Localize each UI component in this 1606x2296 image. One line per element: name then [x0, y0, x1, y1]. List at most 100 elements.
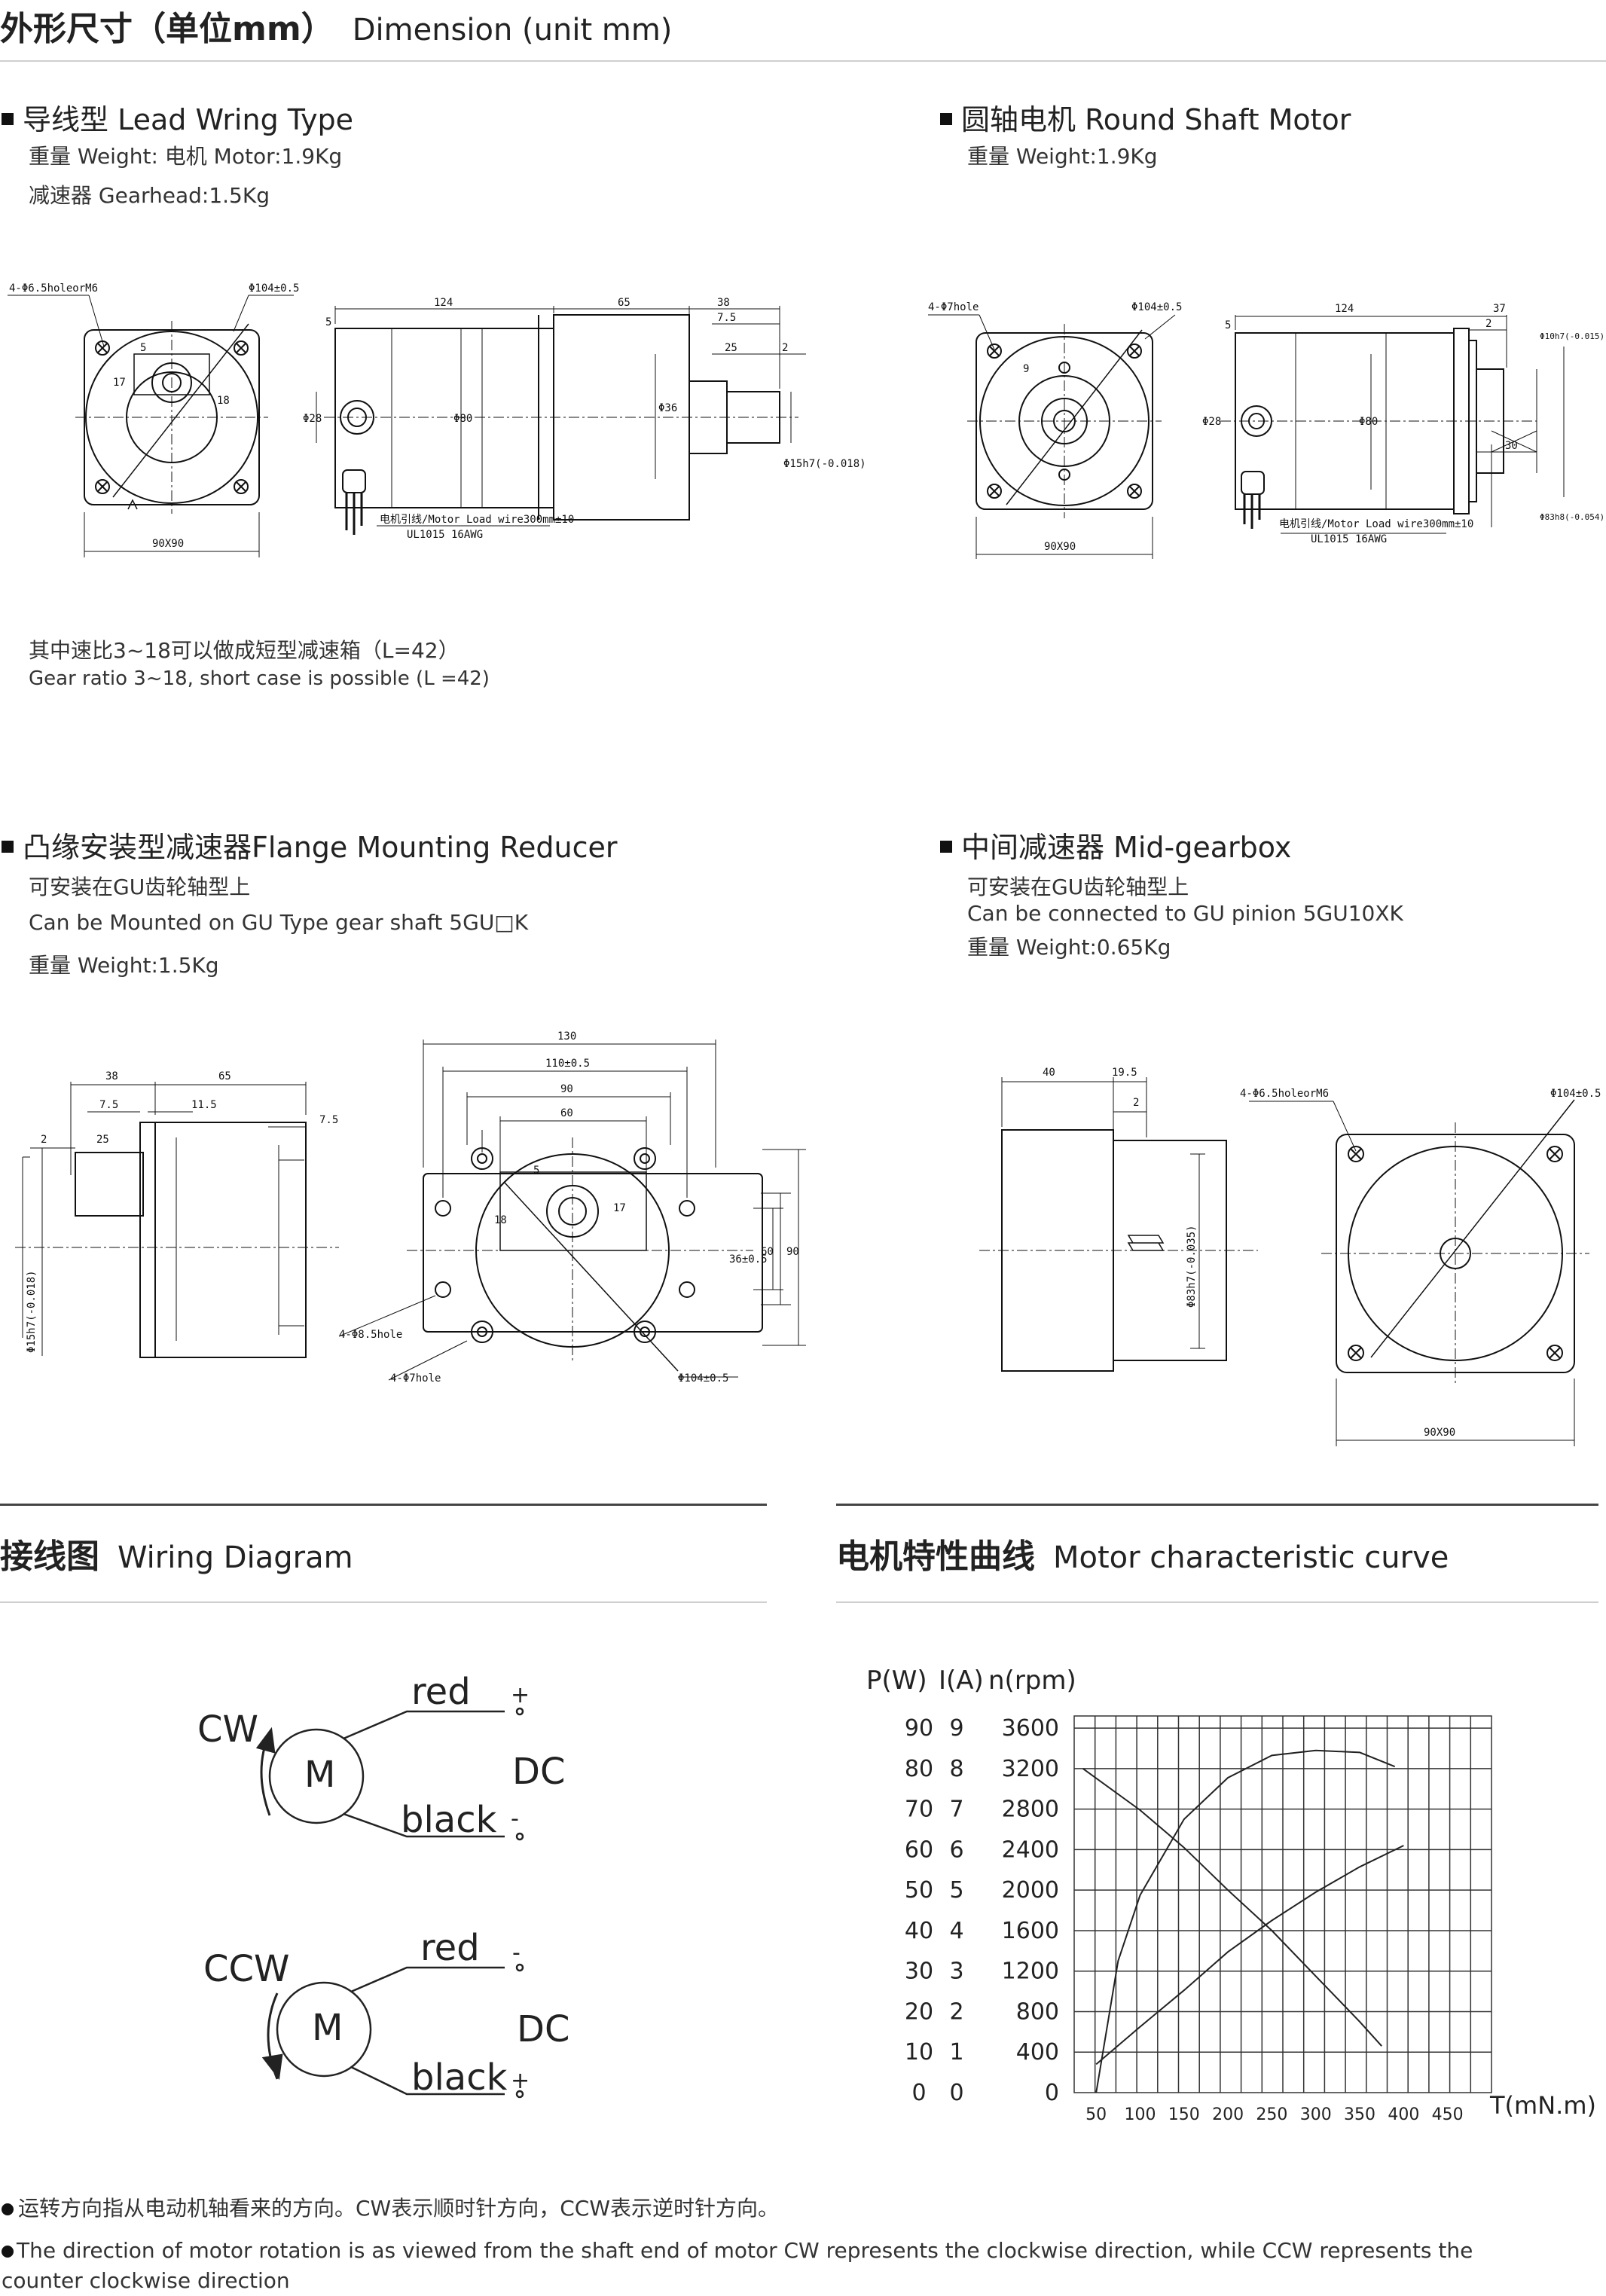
square-bullet-icon [2, 840, 14, 853]
round-dim-10: Φ10h7(-0.015) [1540, 331, 1604, 341]
lead-wire-1: 电机引线/Motor Load wire300mm±10 [380, 514, 574, 526]
y-tick-i: 4 [949, 1918, 963, 1944]
chart-header-p: P(W) [866, 1666, 927, 1696]
wiring-plus-ccw: + [511, 2068, 530, 2094]
y-tick-p: 70 [905, 1797, 933, 1823]
lead-weight-2: 减速器 Gearhead:1.5Kg [29, 183, 270, 208]
lead-note-en: Gear ratio 3~18, short case is possible … [29, 667, 490, 690]
flange-weight: 重量 Weight:1.5Kg [29, 953, 219, 978]
square-bullet-icon [2, 112, 14, 125]
flange-dim-110: 110±0.5 [545, 1058, 590, 1070]
mid-dim-195: 19.5 [1112, 1067, 1137, 1079]
lead-dim-2: 2 [782, 342, 788, 354]
wiring-ccw-label: CCW [203, 1948, 290, 1990]
wiring-minus-ccw: - [512, 1940, 521, 1966]
curve-line-2 [1095, 1845, 1404, 2065]
wiring-red-ccw: red [420, 1927, 480, 1969]
round-dim-holes: 4-Φ7hole [928, 301, 979, 313]
x-tick: 200 [1212, 2105, 1244, 2124]
round-dim-124: 124 [1335, 303, 1354, 315]
y-tick-p: 10 [905, 2039, 933, 2065]
x-tick: 300 [1300, 2105, 1332, 2124]
lead-dim-holes: 4-Φ6.5holeorM6 [9, 282, 98, 295]
lead-dim-18: 18 [217, 395, 230, 407]
lead-dim-36: Φ36 [658, 402, 677, 414]
round-section-title: 圆轴电机 Round Shaft Motor [940, 96, 1351, 138]
wiring-plus-cw: + [511, 1682, 530, 1708]
lead-wire-2: UL1015 16AWG [407, 529, 483, 541]
page-title-en: Dimension (unit mm) [352, 13, 673, 47]
bullet-dot-icon [2, 2203, 14, 2215]
y-tick-p: 30 [905, 1959, 933, 1985]
mid-line-2: Can be connected to GU pinion 5GU10XK [967, 901, 1403, 926]
flange-dim-25: 25 [96, 1134, 109, 1146]
round-dim-sq: 90X90 [1044, 541, 1076, 553]
lead-dim-5b: 5 [325, 316, 331, 328]
mid-dim-40: 40 [1043, 1067, 1055, 1079]
flange-dim-2: 2 [41, 1134, 47, 1146]
y-tick-n: 0 [1045, 2080, 1059, 2106]
wiring-motor-cw: M [304, 1754, 335, 1796]
mid-dim-sq: 90X90 [1424, 1427, 1455, 1439]
wiring-top-rule [0, 1504, 767, 1506]
flange-dim-h85: 4-Φ8.5hole [339, 1329, 402, 1341]
square-bullet-icon [940, 840, 952, 853]
square-bullet-icon [940, 112, 952, 125]
y-tick-i: 6 [949, 1836, 963, 1863]
lead-section-title: 导线型 Lead Wring Type [2, 96, 353, 138]
round-dim-83: Φ83h8(-0.054) [1540, 512, 1604, 522]
mid-dim-holes: 4-Φ6.5holeorM6 [1240, 1088, 1329, 1100]
y-tick-i: 2 [949, 1998, 963, 2025]
footnote-cn: 运转方向指从电动机轴看来的方向。CW表示顺时针方向，CCW表示逆时针方向。 [2, 2192, 779, 2222]
mid-dim-83: Φ83h7(-0.035) [1186, 1225, 1198, 1308]
round-dim-9: 9 [1023, 363, 1029, 375]
y-tick-i: 0 [949, 2080, 963, 2106]
chart-header-n: n(rpm) [988, 1666, 1076, 1696]
bullet-dot-icon [2, 2246, 14, 2258]
y-tick-p: 20 [905, 1998, 933, 2025]
flange-dim-17: 17 [613, 1202, 626, 1214]
wiring-red-cw: red [411, 1671, 471, 1713]
wiring-motor-ccw: M [312, 2007, 343, 2049]
y-tick-n: 1200 [1002, 1959, 1059, 1985]
mid-weight: 重量 Weight:0.65Kg [967, 935, 1171, 960]
flange-dim-115: 11.5 [191, 1099, 217, 1111]
y-tick-i: 9 [949, 1715, 963, 1742]
y-tick-n: 2400 [1002, 1836, 1059, 1863]
x-tick: 250 [1256, 2105, 1287, 2124]
wiring-cw-label: CW [197, 1708, 258, 1751]
round-dim-5: 5 [1225, 319, 1231, 331]
wiring-diagram: CW M red black + - DC CCW M red black - … [197, 1671, 569, 2099]
flange-line-2: Can be Mounted on GU Type gear shaft 5GU… [29, 910, 529, 935]
chart-xunit: T(mN.m) [1489, 2091, 1596, 2120]
y-tick-p: 90 [905, 1715, 933, 1742]
wiring-divider [0, 1601, 767, 1603]
flange-dim-36: 36±0.5 [729, 1253, 768, 1266]
footnote-en: The direction of motor rotation is as vi… [2, 2238, 1473, 2293]
flange-dim-5: 5 [533, 1165, 539, 1177]
flange-dim-90: 90 [560, 1083, 573, 1095]
y-tick-p: 0 [911, 2080, 926, 2106]
mid-gearbox-drawing: 40 19.5 2 Φ83h7(-0.035) 4-Φ6.5holeorM6 Φ… [979, 1067, 1601, 1446]
flange-section-title: 凸缘安装型减速器Flange Mounting Reducer [2, 824, 617, 866]
lead-dim-shaft: Φ15h7(-0.018) [783, 458, 866, 470]
mid-dim-2: 2 [1133, 1097, 1139, 1109]
y-tick-n: 3600 [1002, 1715, 1059, 1742]
y-tick-i: 3 [949, 1959, 963, 1985]
y-tick-n: 400 [1016, 2039, 1059, 2065]
y-tick-p: 60 [905, 1836, 933, 1863]
lead-dim-80: Φ80 [453, 413, 472, 425]
flange-dim-130: 130 [557, 1030, 576, 1043]
lead-note-cn: 其中速比3~18可以做成短型减速箱（L=42） [29, 638, 460, 663]
y-tick-n: 800 [1016, 1998, 1059, 2025]
flange-line-1: 可安装在GU齿轮轴型上 [29, 875, 251, 899]
flange-dim-75: 7.5 [99, 1099, 118, 1111]
chart-header-i: I(A) [939, 1666, 984, 1696]
lead-dim-17: 17 [113, 377, 126, 389]
flange-drawing: 38 65 7.5 11.5 7.5 2 25 Φ15h7(-0.018) 13… [15, 1030, 806, 1385]
lead-type-drawing: 4-Φ6.5holeorM6 Φ104±0.5 5 17 18 90X90 12… [8, 282, 866, 557]
